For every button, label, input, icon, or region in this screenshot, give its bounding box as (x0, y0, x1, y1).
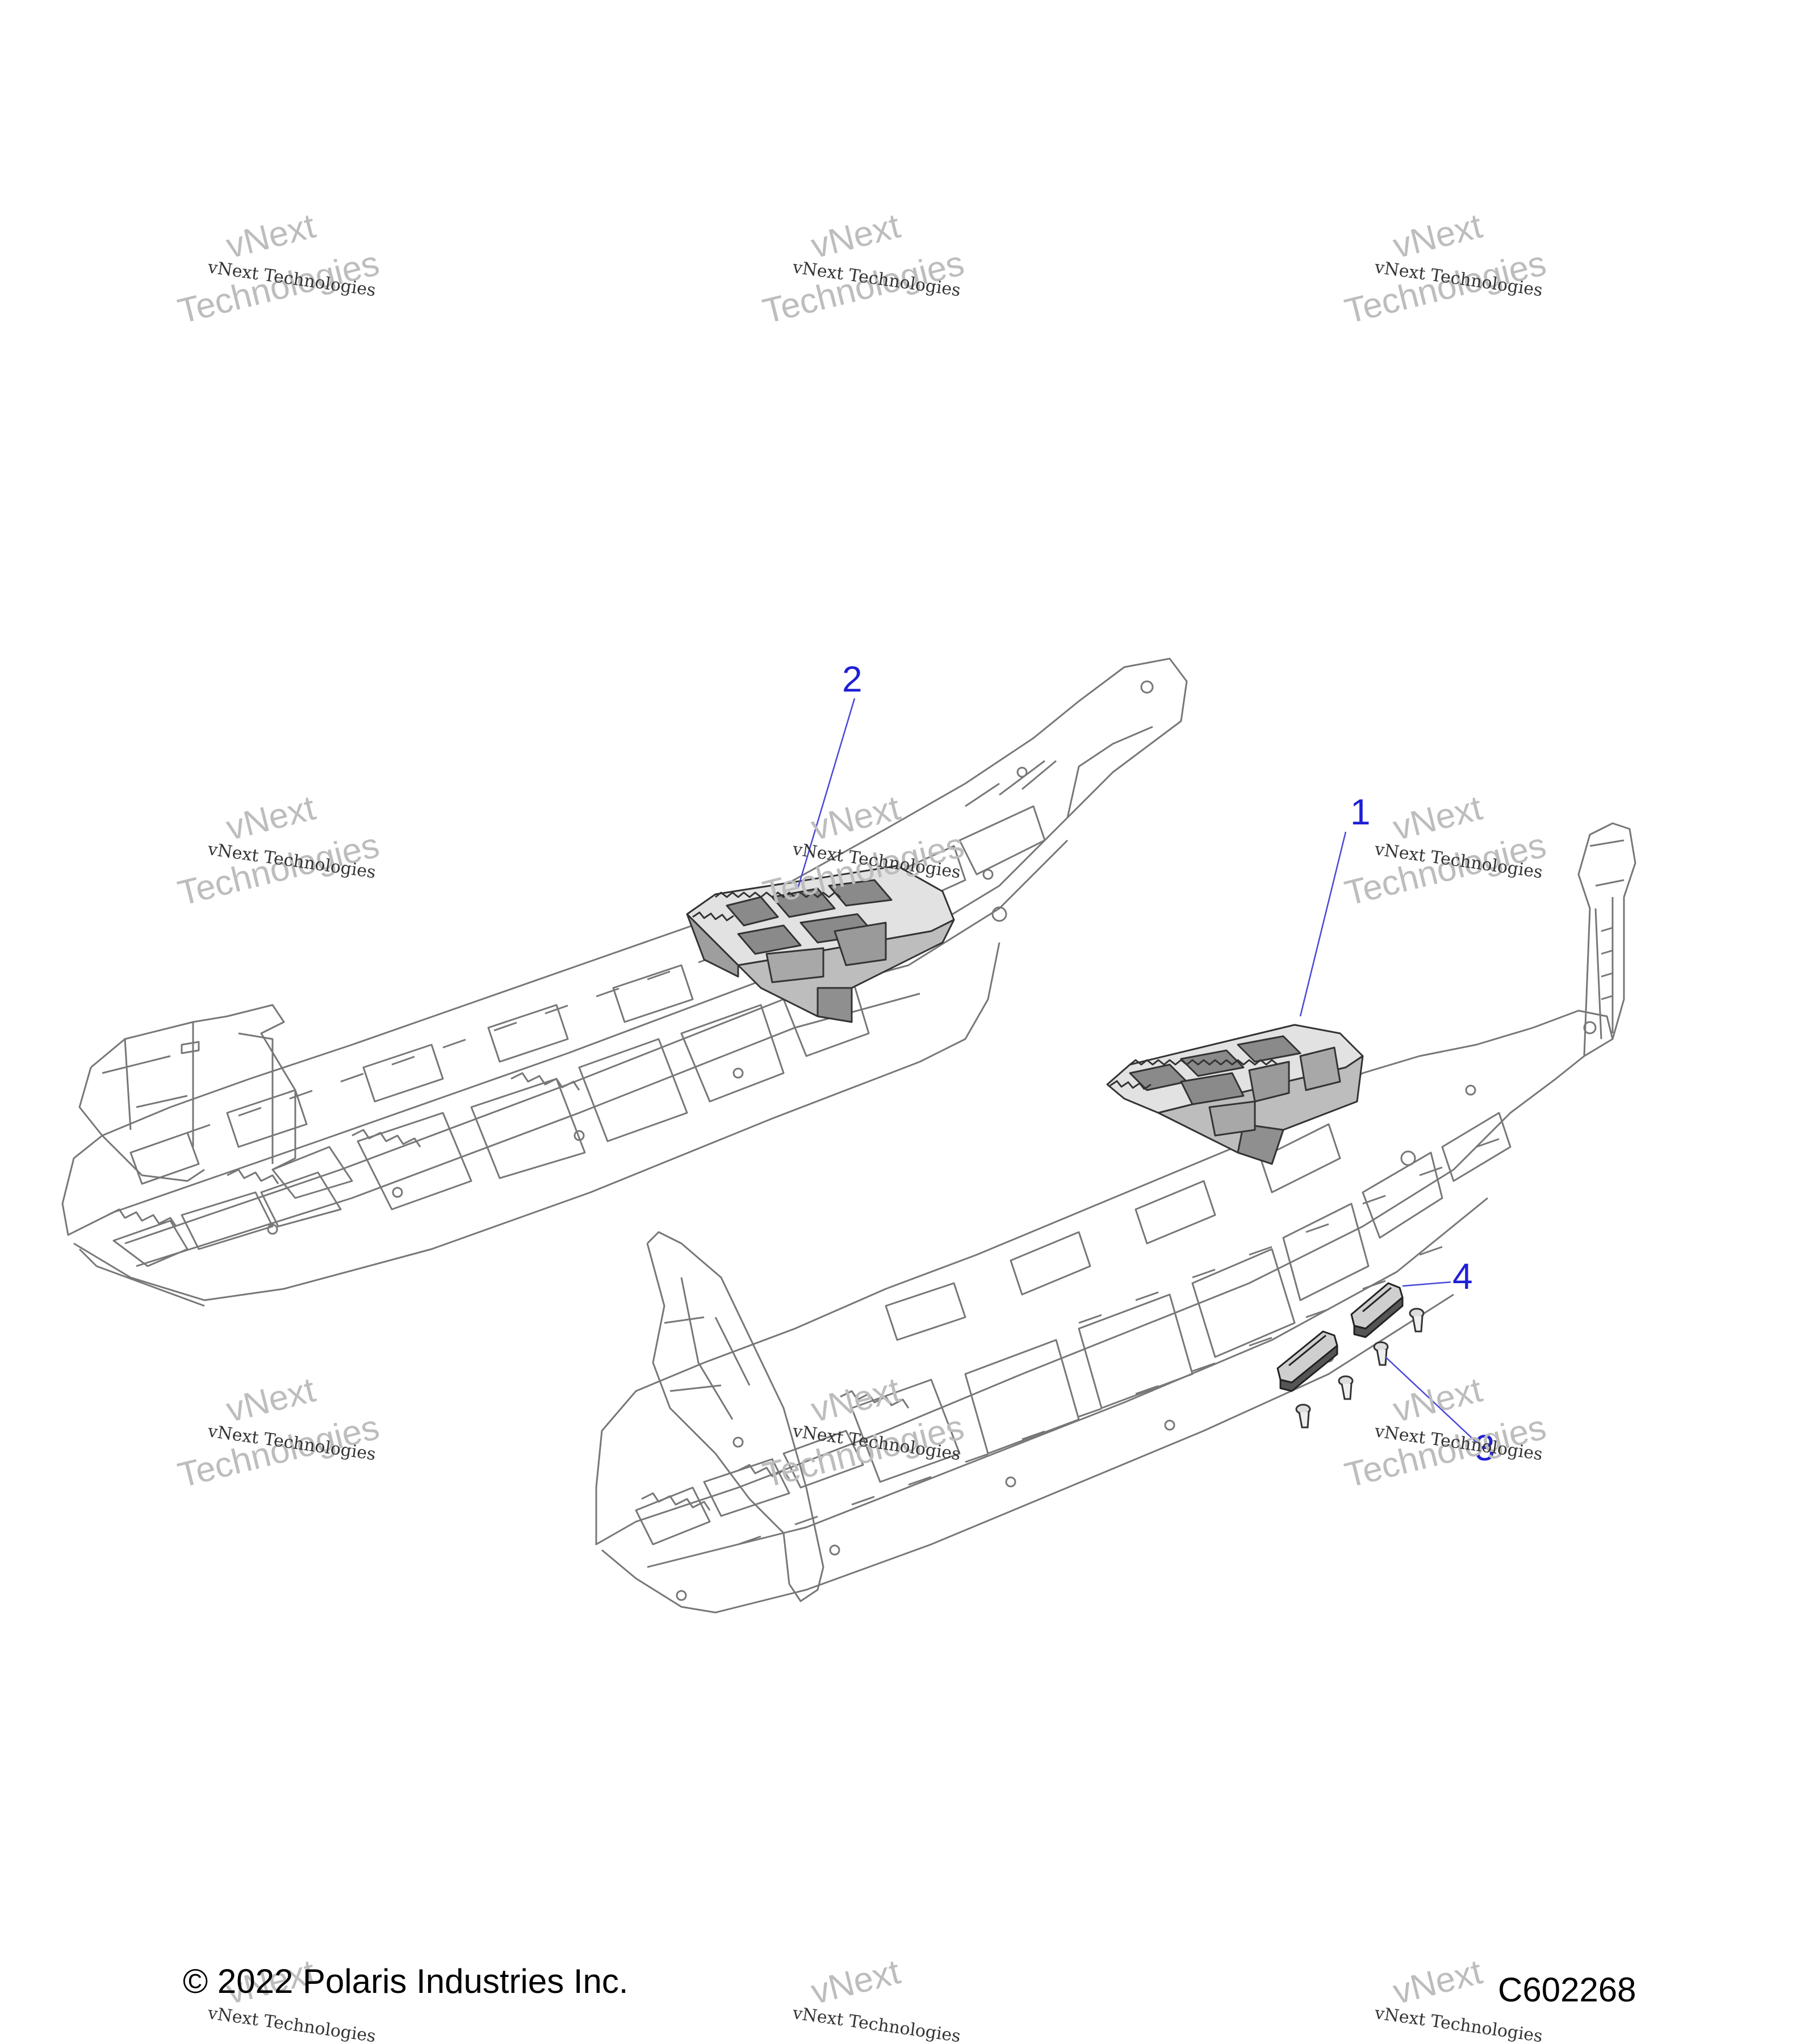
callout-label-4: 4 (1452, 1256, 1473, 1297)
watermark: vNext Technologies vNext Technologies (174, 1370, 383, 1495)
running-board-left (61, 657, 1188, 1307)
clip-part-4 (1276, 1282, 1404, 1392)
watermark: vNext Technologies vNext Technologies (759, 206, 968, 331)
copyright-text: © 2022 Polaris Industries Inc. (183, 1962, 629, 2000)
figure-id: C602268 (1498, 1971, 1636, 2009)
watermark-big-1: vNext (1389, 206, 1486, 266)
watermark: vNext Technologies vNext Technologies (1341, 788, 1550, 913)
footrest-plate-part-1 (1106, 1024, 1364, 1165)
callout-leaders (797, 698, 1477, 1443)
watermark: vNext Technologies vNext Technologies (174, 788, 383, 913)
watermark-big-1: vNext (807, 1370, 904, 1430)
watermark-big-1: vNext (807, 788, 904, 848)
watermark-small: vNext Technologies (791, 2003, 962, 2044)
callout-label-3: 3 (1475, 1427, 1495, 1468)
watermark-big-1: vNext (1389, 1370, 1486, 1430)
watermarks: vNext Technologies vNext Technologies vN… (174, 206, 1550, 2044)
watermark: vNext Technologies vNext Technologies (1341, 206, 1550, 331)
footrest-plate-part-2 (686, 865, 955, 1023)
running-board-right (595, 822, 1636, 1614)
watermark-big-1: vNext (223, 1370, 319, 1430)
watermark: vNext vNext Technologies (791, 1952, 962, 2044)
watermark-big-1: vNext (223, 206, 319, 266)
watermark: vNext Technologies vNext Technologies (174, 206, 383, 331)
callout-label-1: 1 (1350, 791, 1371, 832)
watermark-big-1: vNext (223, 788, 319, 848)
watermark-big-1: vNext (1389, 1952, 1486, 2012)
watermark: vNext Technologies vNext Technologies (1341, 1370, 1550, 1495)
watermark-big-1: vNext (1389, 788, 1486, 848)
watermark-big-1: vNext (807, 206, 904, 266)
watermark-small: vNext Technologies (206, 2003, 377, 2044)
watermark-big-1: vNext (807, 1952, 904, 2012)
callout-label-2: 2 (842, 659, 863, 700)
screw-part-3 (1295, 1308, 1425, 1429)
